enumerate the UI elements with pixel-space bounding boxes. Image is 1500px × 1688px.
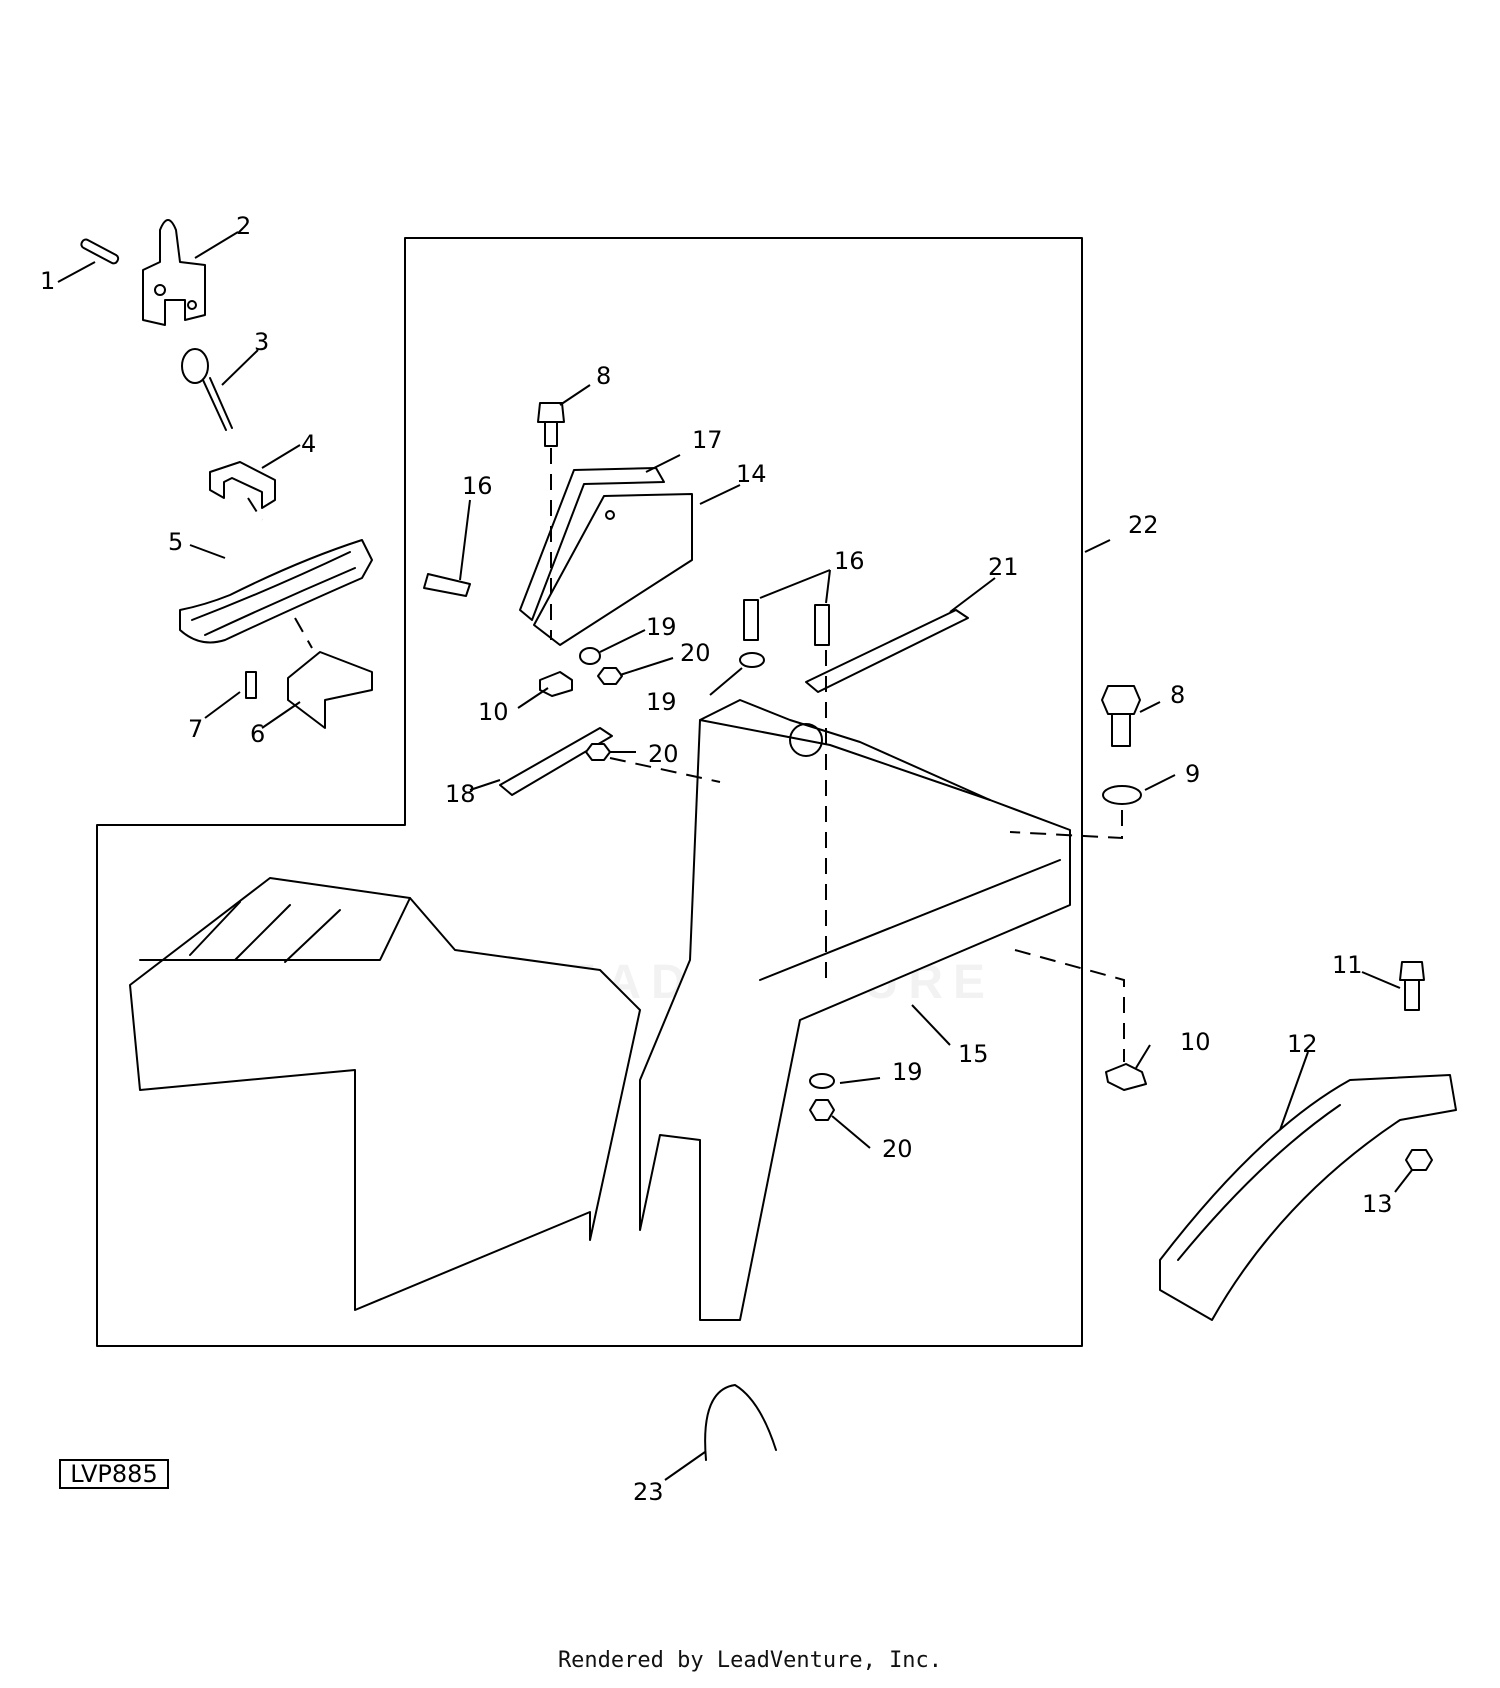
callout-4: 4 bbox=[301, 430, 316, 458]
part-screw bbox=[245, 671, 257, 699]
callout-5: 5 bbox=[168, 528, 183, 556]
callout-21: 21 bbox=[988, 553, 1019, 581]
part-plate-14 bbox=[533, 493, 693, 646]
callout-16-right: 16 bbox=[834, 547, 865, 575]
part-bolts-pair bbox=[743, 599, 830, 646]
callout-12: 12 bbox=[1287, 1030, 1318, 1058]
callout-19-c: 19 bbox=[892, 1058, 923, 1086]
callout-19-a: 19 bbox=[646, 613, 677, 641]
callout-7: 7 bbox=[188, 715, 203, 743]
part-eyebolt bbox=[181, 348, 233, 431]
callout-23: 23 bbox=[633, 1478, 664, 1506]
part-main-housing bbox=[129, 699, 1071, 1321]
callout-20-b: 20 bbox=[648, 740, 679, 768]
callout-16-left: 16 bbox=[462, 472, 493, 500]
part-washers-nuts bbox=[539, 647, 835, 1121]
part-clip bbox=[209, 461, 276, 509]
part-nut-13 bbox=[1405, 1149, 1433, 1171]
part-strip-18 bbox=[499, 727, 613, 796]
callout-3: 3 bbox=[254, 328, 269, 356]
callout-6: 6 bbox=[250, 720, 265, 748]
assembly-frame bbox=[96, 237, 1083, 1347]
part-bracket-17 bbox=[519, 467, 665, 621]
footer-credit: Rendered by LeadVenture, Inc. bbox=[557, 1648, 943, 1673]
callout-20-c: 20 bbox=[882, 1135, 913, 1163]
callout-10-right: 10 bbox=[1180, 1028, 1211, 1056]
callout-2: 2 bbox=[236, 212, 251, 240]
callout-10-left: 10 bbox=[478, 698, 509, 726]
part-bolt-11 bbox=[1399, 961, 1425, 1011]
callout-17: 17 bbox=[692, 426, 723, 454]
part-pin bbox=[80, 238, 120, 265]
callout-11: 11 bbox=[1332, 951, 1363, 979]
part-bracket bbox=[142, 219, 206, 326]
callout-18: 18 bbox=[445, 780, 476, 808]
leader-lines bbox=[57, 231, 1413, 1481]
callout-15: 15 bbox=[958, 1040, 989, 1068]
part-bolt-left bbox=[423, 573, 471, 597]
callout-9: 9 bbox=[1185, 760, 1200, 788]
part-block bbox=[287, 651, 373, 729]
part-handle-12 bbox=[1159, 1074, 1457, 1321]
callout-14: 14 bbox=[736, 460, 767, 488]
part-strip-21 bbox=[805, 609, 969, 693]
callout-13: 13 bbox=[1362, 1190, 1393, 1218]
part-bolt-top bbox=[537, 402, 565, 447]
callout-20-a: 20 bbox=[680, 639, 711, 667]
part-pad bbox=[179, 539, 373, 644]
diagram-reference-code: LVP885 bbox=[59, 1459, 169, 1489]
part-clip-10 bbox=[1105, 1063, 1147, 1091]
part-bolt-right bbox=[1101, 685, 1142, 805]
part-wire-23 bbox=[704, 1384, 777, 1461]
assembly-lines bbox=[247, 448, 1125, 1062]
callout-8-right: 8 bbox=[1170, 681, 1185, 709]
callout-19-b: 19 bbox=[646, 688, 677, 716]
callout-22: 22 bbox=[1128, 511, 1159, 539]
callout-1: 1 bbox=[40, 267, 55, 295]
callout-labels: 1 2 3 4 5 6 7 8 8 9 10 10 11 12 13 14 15… bbox=[40, 212, 1393, 1506]
callout-8-top: 8 bbox=[596, 362, 611, 390]
